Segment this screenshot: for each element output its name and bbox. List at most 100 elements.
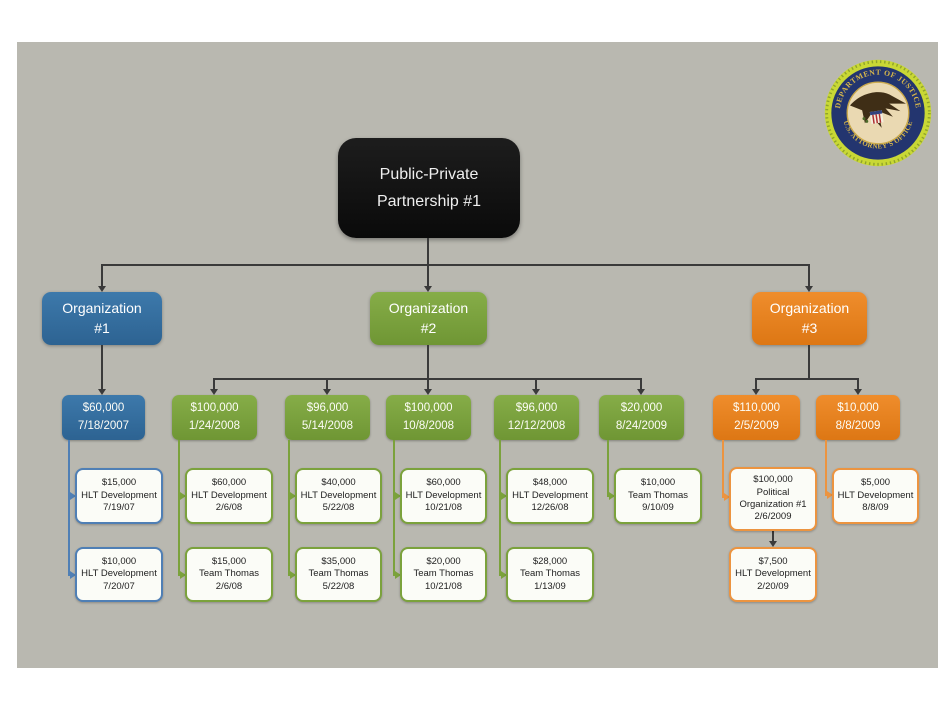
disbursement-amount: $5,000 bbox=[860, 477, 891, 489]
disbursement-date: 2/6/08 bbox=[215, 502, 243, 514]
disbursement-amount: $15,000 bbox=[211, 555, 247, 567]
disbursement-recipient: Team Thomas bbox=[519, 568, 580, 580]
connector-line bbox=[772, 531, 774, 542]
disbursement-date: 9/10/09 bbox=[642, 502, 674, 514]
disbursement-box: $10,000 Team Thomas 9/10/09 bbox=[614, 468, 702, 524]
connector-line bbox=[427, 238, 429, 264]
disbursement-box: $20,000 Team Thomas 10/21/08 bbox=[400, 547, 487, 602]
disbursement-recipient: HLT Development bbox=[735, 568, 811, 580]
arrow-right-icon bbox=[70, 571, 76, 579]
connector-line bbox=[101, 264, 103, 288]
transfer-date: 7/18/2007 bbox=[77, 419, 130, 432]
arrow-right-icon bbox=[180, 492, 186, 500]
connector-line bbox=[101, 264, 810, 266]
arrow-right-icon bbox=[395, 571, 401, 579]
arrow-down-icon bbox=[210, 389, 218, 395]
disbursement-date: 10/21/08 bbox=[425, 580, 462, 592]
disbursement-date: 1/13/09 bbox=[534, 580, 566, 592]
disbursement-amount: $10,000 bbox=[640, 477, 676, 489]
root-partnership-box: Public-Private Partnership #1 bbox=[338, 138, 520, 238]
connector-line bbox=[535, 378, 537, 389]
transfer-date: 5/14/2008 bbox=[301, 419, 354, 432]
doj-seal: DEPARTMENT OF JUSTICE U.S. ATTORNEY'S OF… bbox=[824, 59, 932, 167]
organization-2-box: Organization #2 bbox=[370, 292, 487, 345]
disbursement-box: $10,000 HLT Development 7/20/07 bbox=[75, 547, 163, 602]
disbursement-box: $7,500 HLT Development 2/20/09 bbox=[729, 547, 817, 602]
arrow-down-icon bbox=[323, 389, 331, 395]
transfer-date: 8/24/2009 bbox=[615, 419, 668, 432]
organization-label: Organization bbox=[769, 299, 850, 316]
disbursement-amount: $60,000 bbox=[426, 477, 461, 489]
connector-line bbox=[722, 440, 724, 498]
shield-icon bbox=[869, 110, 884, 124]
organization-1-box: Organization #1 bbox=[42, 292, 162, 345]
transfer-amount: $60,000 bbox=[82, 401, 125, 414]
connector-line bbox=[640, 378, 642, 389]
transfer-date: 8/8/2009 bbox=[835, 419, 881, 432]
connector-line bbox=[607, 440, 609, 497]
disbursement-date: 7/19/07 bbox=[103, 502, 135, 514]
disbursement-date: 2/6/2009 bbox=[754, 511, 792, 523]
disbursement-date: 12/26/08 bbox=[531, 502, 569, 514]
arrow-right-icon bbox=[501, 492, 507, 500]
organization-number: #1 bbox=[94, 319, 110, 336]
disbursement-amount: $100,000 bbox=[753, 474, 793, 486]
transfer-box: $110,000 2/5/2009 bbox=[713, 395, 800, 440]
olive-branch-icon bbox=[865, 119, 869, 123]
organization-number: #2 bbox=[420, 319, 437, 336]
transfer-date: 2/5/2009 bbox=[734, 419, 779, 432]
disbursement-box: $28,000 Team Thomas 1/13/09 bbox=[506, 547, 594, 602]
arrow-down-icon bbox=[98, 286, 106, 292]
organization-label: Organization bbox=[62, 299, 142, 316]
organization-number: #3 bbox=[801, 319, 818, 336]
transfer-box: $100,000 10/8/2008 bbox=[386, 395, 471, 440]
arrow-right-icon bbox=[501, 571, 507, 579]
arrow-right-icon bbox=[180, 571, 186, 579]
organization-label: Organization bbox=[388, 299, 469, 316]
arrow-down-icon bbox=[424, 286, 432, 292]
arrow-right-icon bbox=[395, 492, 401, 500]
transfer-amount: $100,000 bbox=[404, 401, 453, 414]
disbursement-amount: $7,500 bbox=[758, 555, 788, 567]
arrow-right-icon bbox=[290, 571, 296, 579]
connector-line bbox=[68, 440, 70, 576]
arrow-right-icon bbox=[724, 493, 730, 501]
arrow-down-icon bbox=[532, 389, 540, 395]
disbursement-amount: $28,000 bbox=[532, 555, 568, 567]
disbursement-box: $15,000 HLT Development 7/19/07 bbox=[75, 468, 163, 524]
arrow-right-icon bbox=[827, 491, 833, 499]
arrow-down-icon bbox=[805, 286, 813, 292]
disbursement-recipient: HLT Development bbox=[81, 489, 157, 501]
arrow-down-icon bbox=[752, 389, 760, 395]
disbursement-box: $48,000 HLT Development 12/26/08 bbox=[506, 468, 594, 524]
arrow-right-icon bbox=[70, 492, 76, 500]
eagle-icon bbox=[850, 92, 906, 128]
seal-scallop-edge bbox=[825, 60, 931, 166]
connector-line bbox=[755, 378, 757, 389]
arrow-right-icon bbox=[609, 492, 615, 500]
connector-line bbox=[499, 440, 501, 576]
transfer-amount: $96,000 bbox=[515, 401, 558, 414]
disbursement-recipient: Team Thomas bbox=[413, 568, 474, 580]
connector-line bbox=[808, 264, 810, 288]
disbursement-amount: $20,000 bbox=[426, 555, 461, 567]
disbursement-box: $15,000 Team Thomas 2/6/08 bbox=[185, 547, 273, 602]
slide-background: Public-Private Partnership #1 Organizati… bbox=[17, 42, 938, 668]
disbursement-box: $5,000 HLT Development 8/8/09 bbox=[832, 468, 919, 524]
arrow-down-icon bbox=[98, 389, 106, 395]
root-label-line1: Public-Private bbox=[379, 165, 479, 183]
root-label-line2: Partnership #1 bbox=[376, 193, 482, 210]
transfer-amount: $110,000 bbox=[732, 401, 781, 414]
disbursement-amount: $10,000 bbox=[101, 555, 137, 567]
transfer-amount: $10,000 bbox=[837, 401, 879, 414]
arrow-down-icon bbox=[854, 389, 862, 395]
olive-branch-icon bbox=[862, 117, 866, 121]
disbursement-recipient: HLT Development bbox=[81, 568, 157, 580]
disbursement-date: 2/20/09 bbox=[757, 580, 789, 592]
connector-line bbox=[393, 440, 395, 576]
disbursement-recipient: HLT Development bbox=[191, 489, 267, 501]
disbursement-amount: $60,000 bbox=[211, 477, 247, 489]
transfer-amount: $96,000 bbox=[306, 401, 349, 414]
transfer-box: $20,000 8/24/2009 bbox=[599, 395, 684, 440]
